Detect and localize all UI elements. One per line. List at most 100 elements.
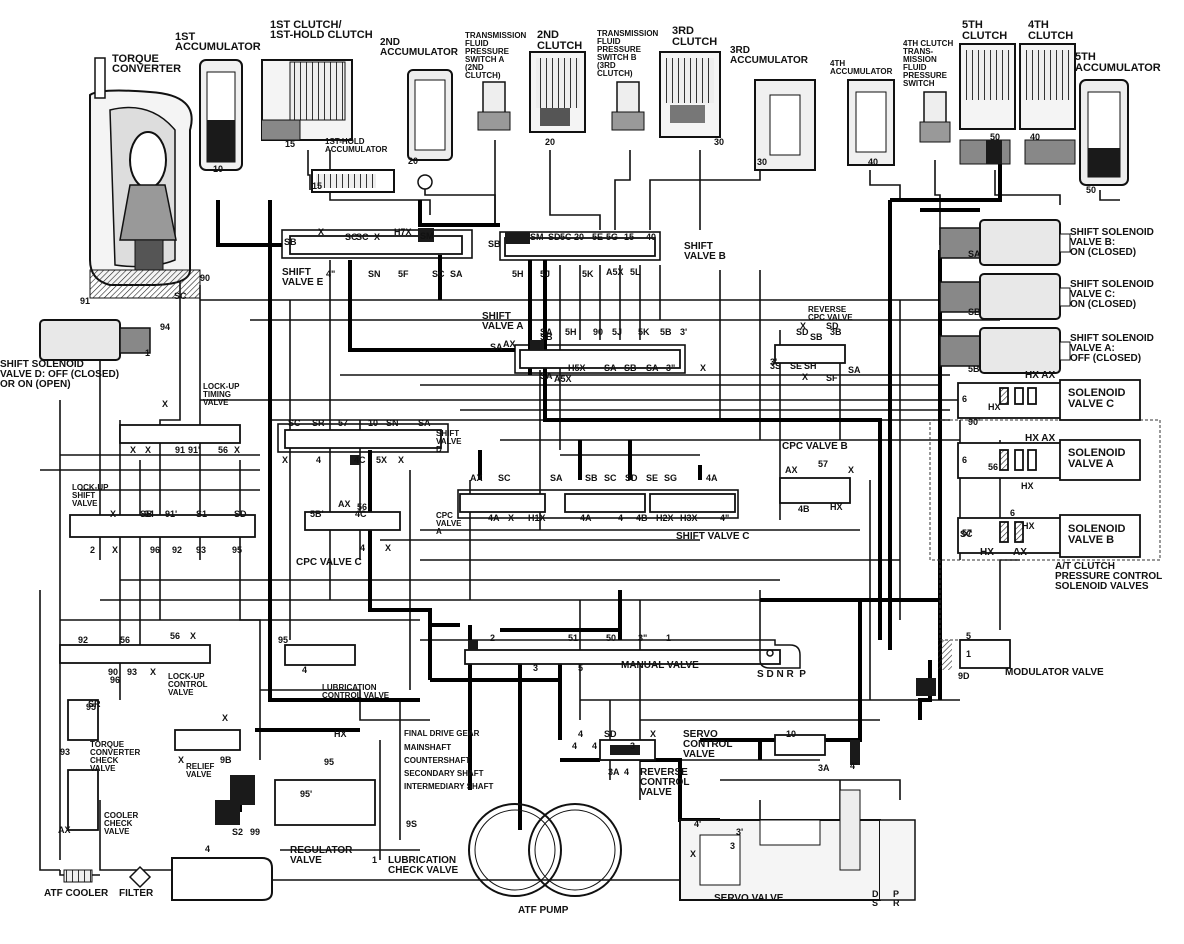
label-solenoid-valve-b: SOLENOID VALVE B bbox=[1068, 523, 1126, 546]
port-code: SC bbox=[345, 232, 358, 242]
port-code: SC bbox=[356, 232, 369, 242]
filter bbox=[128, 857, 273, 901]
port-code: 57 bbox=[818, 459, 829, 469]
port-code: SB bbox=[488, 239, 501, 249]
port-code: S2 bbox=[232, 827, 244, 837]
port-code: 3" bbox=[638, 633, 648, 643]
port-code: 30 bbox=[757, 157, 768, 167]
port-code: 2 bbox=[90, 545, 96, 555]
port-code: SC bbox=[960, 529, 973, 539]
port-code: SH bbox=[804, 361, 817, 371]
port-code: 95 bbox=[278, 635, 289, 645]
port-code: 5J bbox=[540, 269, 551, 279]
port-code: 56 bbox=[218, 445, 229, 455]
label-fifth-accumulator: 5TH ACCUMULATOR bbox=[1075, 51, 1161, 74]
port-code: 4A bbox=[488, 513, 500, 523]
label-intermediary-shaft: INTERMEDIARY SHAFT bbox=[404, 782, 494, 791]
port-code: 4A bbox=[580, 513, 592, 523]
port-code: 5L bbox=[630, 267, 641, 277]
port-code: 20 bbox=[574, 232, 585, 242]
port-code: SD bbox=[796, 327, 809, 337]
port-code: 4B bbox=[636, 513, 648, 523]
port-code: 6 bbox=[962, 455, 968, 465]
port-code: 5H bbox=[565, 327, 577, 337]
first-clutch bbox=[261, 59, 353, 141]
port-code: 40 bbox=[868, 157, 879, 167]
port-code: 50 bbox=[990, 132, 1001, 142]
label-cooler-check: COOLER CHECK VALVE bbox=[104, 811, 139, 836]
port-code: SB bbox=[810, 332, 823, 342]
label-first-clutch: 1ST CLUTCH/ 1ST-HOLD CLUTCH bbox=[270, 19, 373, 41]
port-code: SG bbox=[664, 473, 678, 483]
port-code: 5F bbox=[398, 269, 409, 279]
torque-converter bbox=[89, 57, 201, 299]
port-code: SA bbox=[848, 365, 861, 375]
label-cpc-valve-c: CPC VALVE C bbox=[296, 557, 362, 568]
port-code: X bbox=[800, 321, 807, 331]
port-code: H5X bbox=[568, 363, 586, 373]
port-code: 4 bbox=[205, 844, 211, 854]
label-lubrication-control: LUBRICATION CONTROL VALVE bbox=[322, 683, 390, 700]
label-lock-up-shift: LOCK-UP SHIFT VALVE bbox=[72, 483, 109, 508]
label-shift-valve-a: SHIFT VALVE A bbox=[482, 311, 524, 332]
port-code: 4" bbox=[326, 269, 336, 279]
port-code: SA bbox=[540, 371, 553, 381]
label-hx-ax-3: HX AX bbox=[980, 547, 1027, 558]
third-clutch bbox=[659, 51, 721, 138]
port-code: 5B' bbox=[310, 509, 324, 519]
second-accumulator bbox=[407, 69, 453, 190]
label-filter: FILTER bbox=[119, 888, 154, 899]
label-hx-ax-1: HX AX bbox=[1025, 370, 1056, 381]
port-code: SB bbox=[968, 307, 981, 317]
port-code: 92 bbox=[172, 545, 183, 555]
port-code: HX bbox=[988, 402, 1001, 412]
port-code: 4A bbox=[706, 473, 718, 483]
port-code: 95 bbox=[86, 702, 97, 712]
port-code: 4 bbox=[624, 767, 630, 777]
third-accumulator bbox=[754, 79, 816, 171]
port-code: 4 bbox=[360, 543, 366, 553]
label-first-accumulator: 1ST ACCUMULATOR bbox=[175, 31, 261, 53]
port-code: 93 bbox=[127, 667, 138, 677]
port-code: SC bbox=[498, 473, 511, 483]
label-shift-valve-b: SHIFT VALVE B bbox=[684, 241, 726, 262]
label-torque-converter-check: TORQUE CONVERTER CHECK VALVE bbox=[90, 740, 141, 773]
port-code: 5 bbox=[966, 631, 972, 641]
port-code: 3 bbox=[630, 741, 636, 751]
label-fourth-clutch: 4TH CLUTCH bbox=[1028, 19, 1074, 42]
port-code: 30 bbox=[714, 137, 725, 147]
port-code: HX bbox=[1022, 521, 1035, 531]
port-code: SA bbox=[968, 249, 981, 259]
port-code: 10 bbox=[786, 729, 797, 739]
port-code: X bbox=[234, 445, 241, 455]
port-code: 4' bbox=[850, 761, 858, 771]
label-servo-valve: SERVO VALVE bbox=[714, 893, 784, 904]
port-code: 93 bbox=[196, 545, 207, 555]
port-code: 1 bbox=[145, 348, 151, 358]
port-code: 4C bbox=[355, 509, 367, 519]
label-shift-valve-c: SHIFT VALVE C bbox=[676, 531, 750, 542]
port-code: 15 bbox=[312, 181, 323, 191]
port-code: SR bbox=[88, 699, 101, 709]
label-shift-valve-e: SHIFT VALVE E bbox=[282, 267, 324, 288]
port-code: SA bbox=[490, 342, 503, 352]
port-code: 1 bbox=[372, 855, 378, 865]
port-code: 3 bbox=[533, 663, 539, 673]
label-shift-solenoid-c: SHIFT SOLENOID VALVE C: ON (CLOSED) bbox=[1070, 279, 1154, 310]
label-countershaft: COUNTERSHAFT bbox=[404, 756, 471, 765]
port-code: 5 bbox=[578, 663, 584, 673]
port-code: A5X bbox=[554, 374, 572, 384]
label-tfp-switch-b: TRANSMISSION FLUID PRESSURE SWITCH B (3R… bbox=[597, 29, 659, 78]
port-code: 92 bbox=[78, 635, 89, 645]
port-code: 90 bbox=[593, 327, 604, 337]
label-fourth-clutch-switch: 4TH CLUTCH TRANS- MISSION FLUID PRESSURE… bbox=[903, 39, 954, 88]
port-code: SB bbox=[540, 332, 553, 342]
port-code: SB bbox=[284, 237, 297, 247]
port-code: 3A bbox=[608, 767, 620, 777]
port-code: X bbox=[130, 445, 137, 455]
port-code: X bbox=[848, 465, 855, 475]
port-code: SA bbox=[540, 327, 553, 337]
port-code: X bbox=[700, 363, 707, 373]
label-shift-valve-d: SHIFT VALVE D bbox=[436, 429, 462, 454]
tfp-switch-a bbox=[477, 81, 511, 131]
